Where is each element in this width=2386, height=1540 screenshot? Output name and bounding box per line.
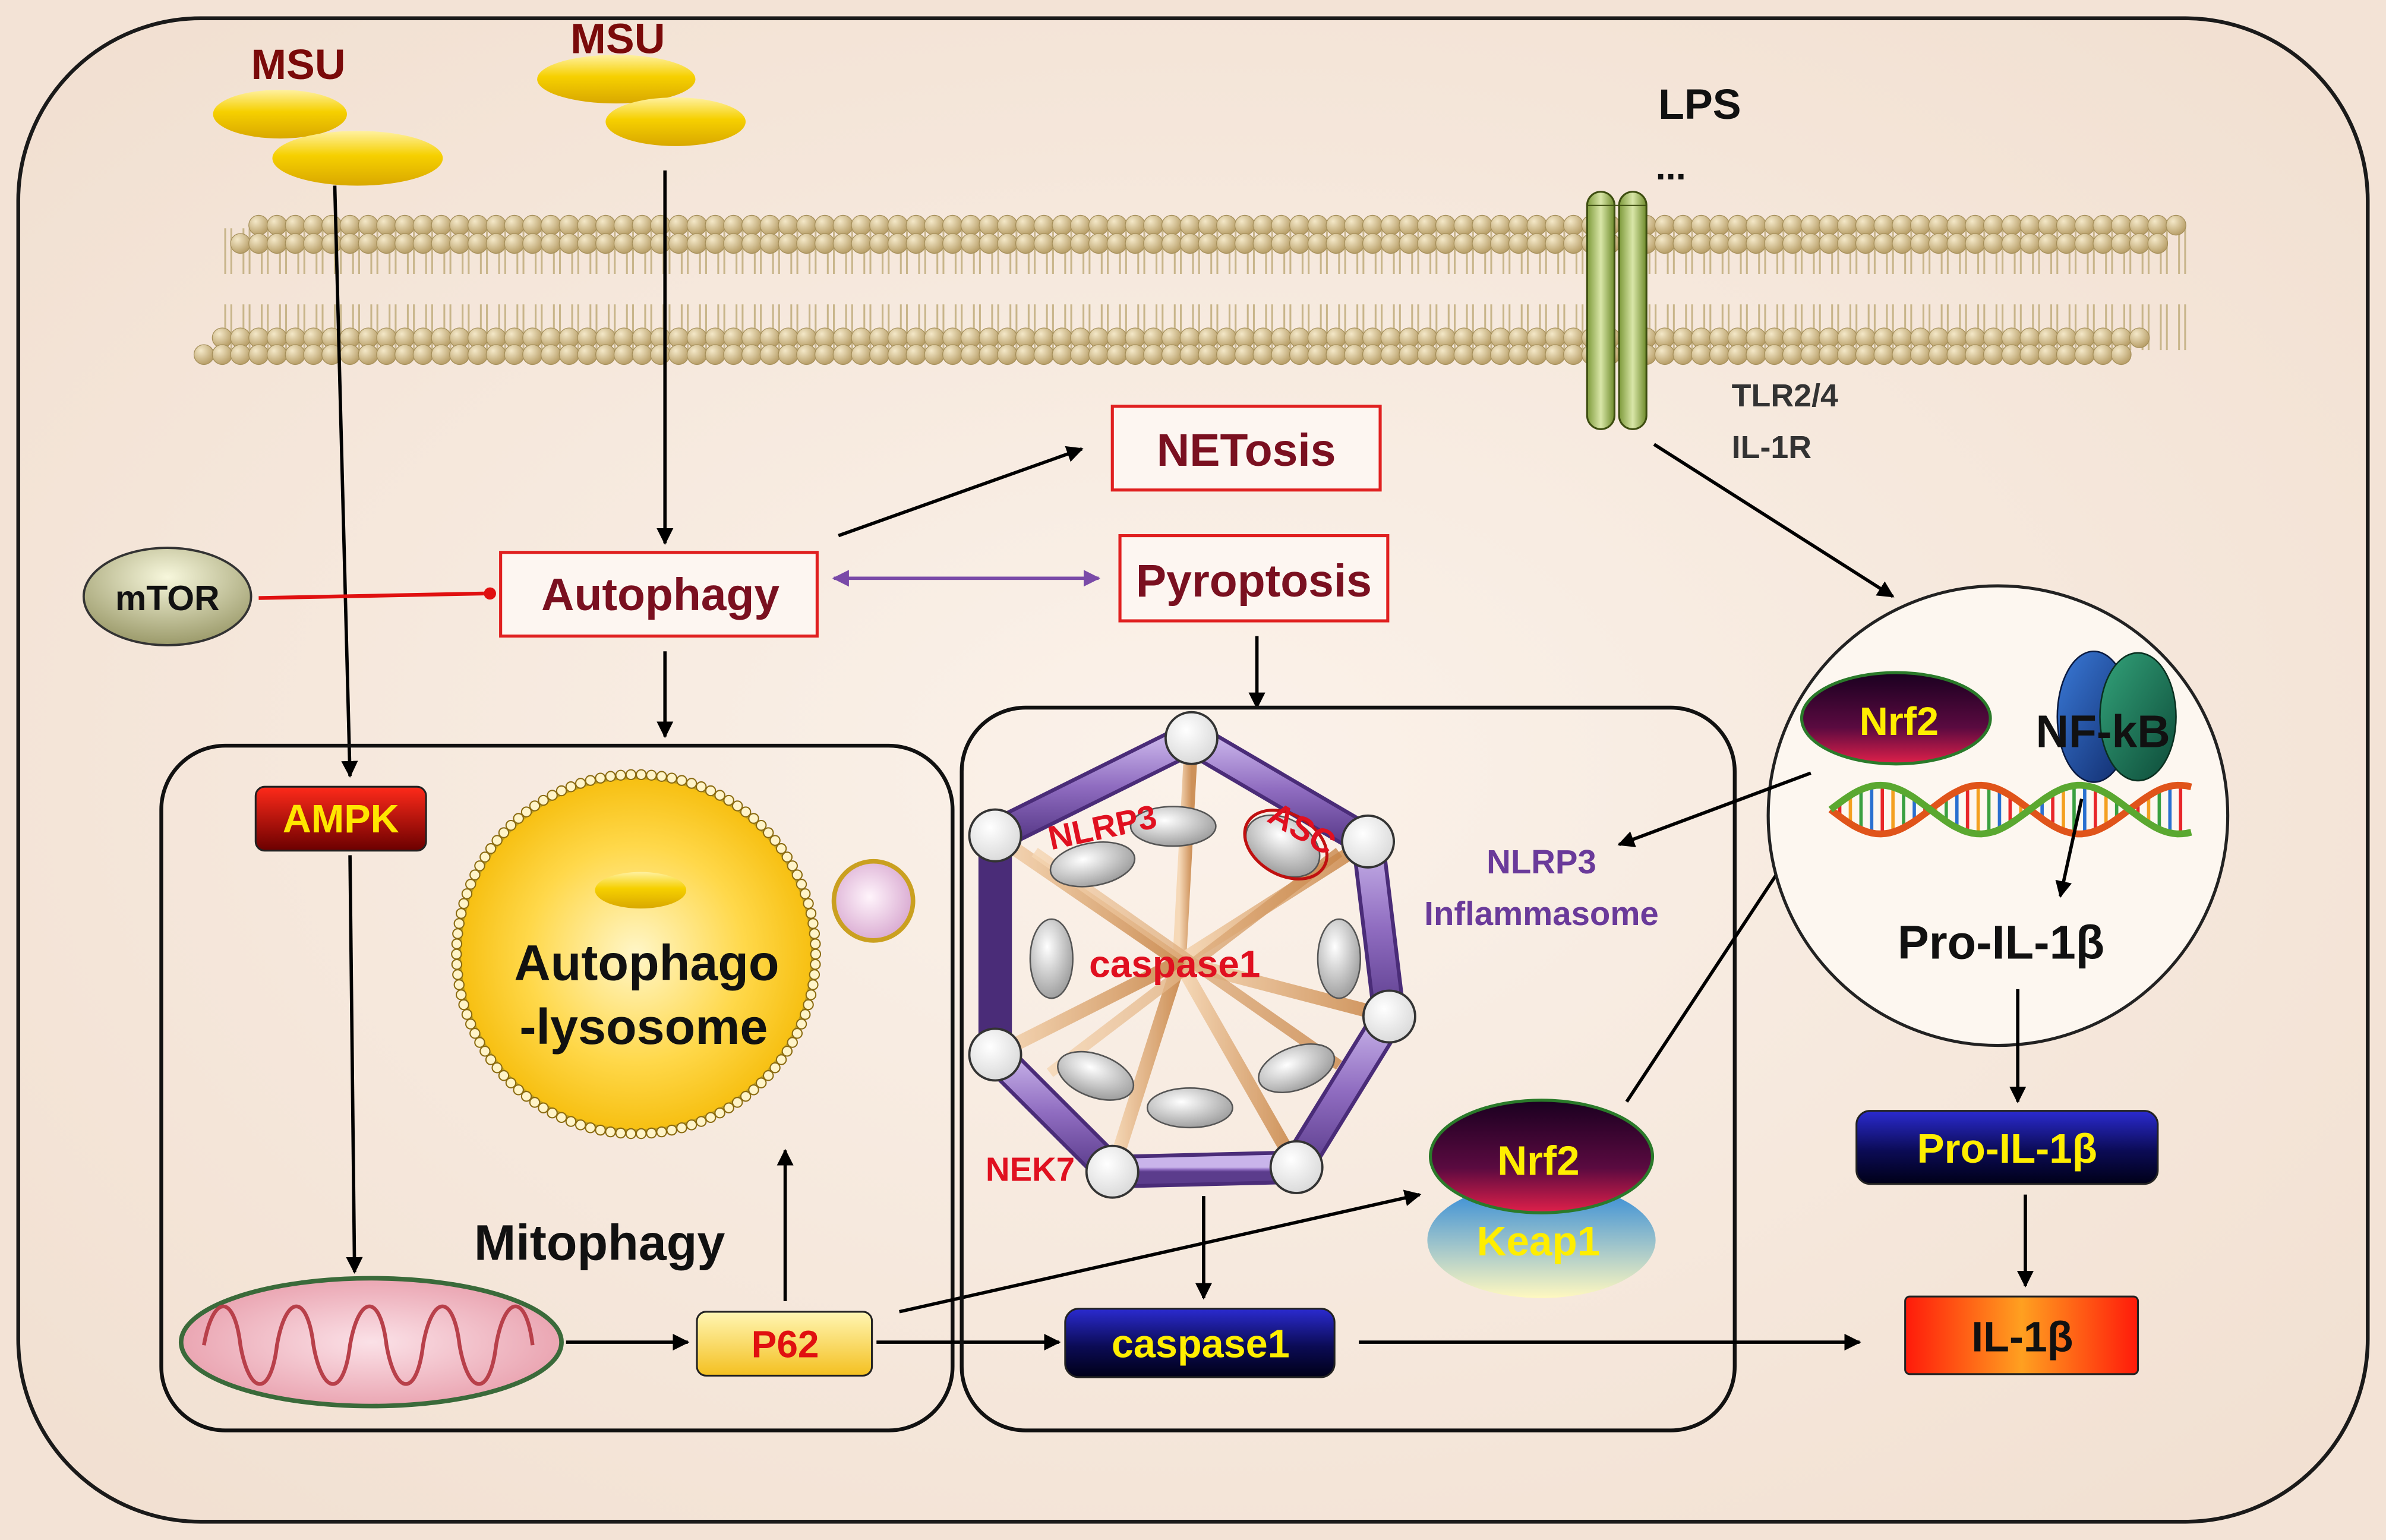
nlrp3-inflammasome-label-1: NLRP3 — [1486, 843, 1596, 881]
cell-membrane — [193, 214, 2186, 365]
keap1-label: Keap1 — [1477, 1218, 1601, 1264]
nfkb-label: NF-kB — [2036, 706, 2170, 758]
caspase1-label: caspase1 — [1112, 1323, 1290, 1367]
nlrp3-inflammasome-label-2: Inflammasome — [1424, 895, 1658, 932]
il1b-box — [1904, 1295, 2139, 1375]
arrow-ampk-to-mito — [346, 855, 363, 1274]
autophagy-label: Autophagy — [541, 569, 779, 620]
pyroptosis-box — [1118, 534, 1390, 623]
il1b-label: IL-1β — [1971, 1313, 2073, 1361]
ampk-box — [254, 785, 427, 852]
mtor-label: mTOR — [115, 579, 220, 618]
arrow-receptor-to-nucleus — [1653, 443, 1895, 598]
arrow-msu-to-ampk — [333, 185, 358, 778]
inflammasome-panel — [960, 705, 1737, 1432]
netosis-box — [1110, 405, 1382, 492]
pro-il1b-box — [1855, 1110, 2159, 1185]
ampk-label: AMPK — [283, 797, 399, 841]
arrow-autophagy-to-netosis — [838, 446, 1084, 538]
nlrp3-inflammasome-complex — [968, 711, 1416, 1199]
arrow-nfkb-to-pro-il1b — [2055, 799, 2084, 898]
msu-label-right: MSU — [570, 15, 665, 63]
arrow-p62-to-keap1 — [899, 1189, 1422, 1314]
receptor-label-tlr: TLR2/4 — [1732, 378, 1838, 414]
pyroptosis-label: Pyroptosis — [1136, 556, 1372, 607]
autophagy-box — [499, 551, 819, 638]
mitophagy-label: Mitophagy — [474, 1214, 725, 1271]
autolysosome-label-2: -lysosome — [519, 998, 768, 1055]
nrf2-keap1-complex — [1427, 1099, 1656, 1298]
autophagy-panel — [159, 743, 955, 1432]
netosis-label: NETosis — [1157, 425, 1336, 476]
arrow-nrf2-to-nlrp3 — [1617, 771, 1811, 847]
mtor-node — [82, 547, 253, 646]
fusing-vesicle — [831, 859, 916, 943]
nrf2-nuclear-label: Nrf2 — [1860, 700, 1939, 744]
p62-label: P62 — [752, 1323, 819, 1366]
nfkb-node — [2056, 650, 2177, 783]
lps-ellipsis: ... — [1656, 147, 1686, 188]
tlr-receptor — [1586, 191, 1648, 430]
lps-label: LPS — [1658, 81, 1741, 128]
nrf2-cyto-label: Nrf2 — [1497, 1137, 1579, 1184]
msu-crystals-right — [537, 55, 746, 146]
nek7-label: NEK7 — [986, 1151, 1075, 1188]
caspase1-box — [1064, 1308, 1336, 1378]
autolysosome — [451, 769, 916, 1140]
receptor-label-il1r: IL-1R — [1732, 430, 1811, 465]
autolysosome-label-1: Autophago — [515, 934, 779, 990]
p62-box — [696, 1311, 873, 1377]
mtor-inhibition-end — [484, 587, 496, 600]
nrf2-nuclear-node — [1800, 671, 1992, 766]
mitochondrion — [178, 1276, 564, 1409]
pro-il1b-label: Pro-IL-1β — [1917, 1125, 2097, 1172]
msu-crystals-left — [213, 90, 443, 186]
msu-label-left: MSU — [251, 41, 345, 89]
caspase1-core-label: caspase1 — [1089, 942, 1260, 985]
nuclear-pro-il1b-label: Pro-IL-1β — [1898, 916, 2104, 969]
dna-helix — [1828, 781, 2192, 838]
mtor-inhibition-line — [258, 591, 484, 600]
